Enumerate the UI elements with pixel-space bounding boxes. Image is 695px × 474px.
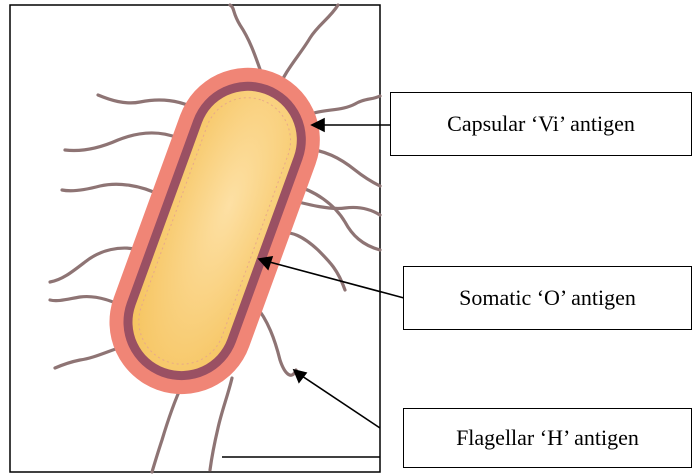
flagellar-antigen-label: Flagellar ‘H’ antigen <box>456 425 639 451</box>
flagellar-antigen-label-box: Flagellar ‘H’ antigen <box>403 408 692 468</box>
somatic-antigen-label: Somatic ‘O’ antigen <box>459 285 636 311</box>
capsular-antigen-label: Capsular ‘Vi’ antigen <box>447 111 635 137</box>
somatic-antigen-label-box: Somatic ‘O’ antigen <box>403 266 692 330</box>
capsular-antigen-label-box: Capsular ‘Vi’ antigen <box>390 92 692 156</box>
